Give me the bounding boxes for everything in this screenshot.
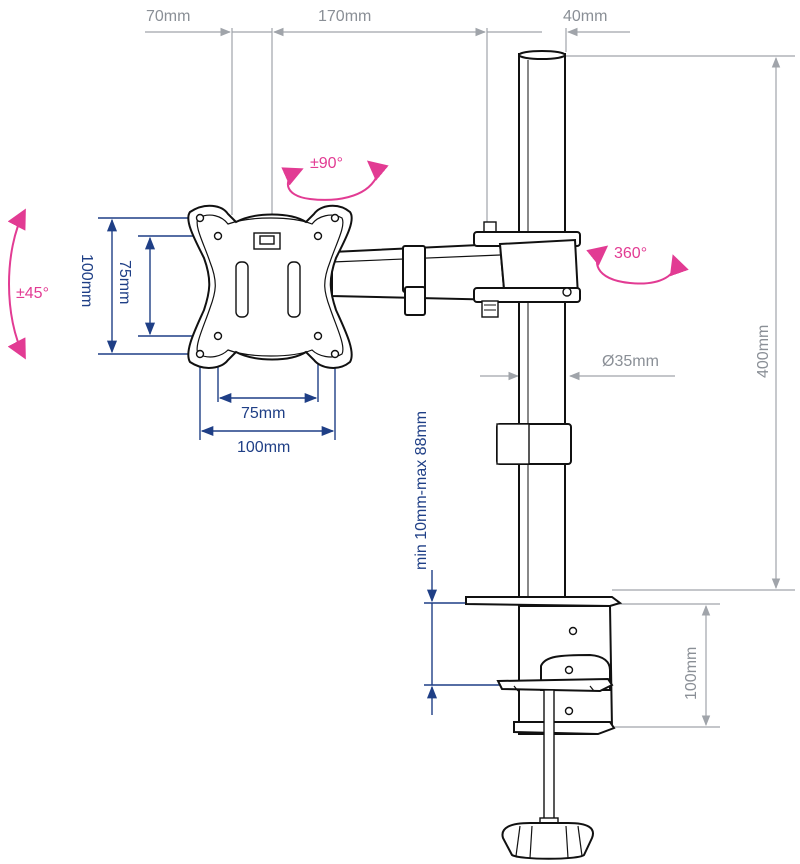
pole-diameter-label: Ø35mm [602,353,659,370]
top-dimension-lines [145,27,630,228]
vesa-plate [187,204,353,369]
clamp-range-dimension [424,570,500,715]
clamp-depth-label: 100mm [683,647,700,700]
arm-length-label: 170mm [318,8,371,25]
pole [496,50,572,602]
clamp-range-label: min 10mm-max 88mm [413,411,430,570]
tilt-label: ±45° [16,285,49,302]
desk-clamp [465,596,623,860]
pole-height-dimension [562,55,795,591]
pole-offset-label: 40mm [563,8,607,25]
tilt-rotation-arrow [7,208,26,360]
vesa-large-horizontal-label: 100mm [237,439,290,456]
vesa-small-horizontal-label: 75mm [241,405,285,422]
offset-width-label: 70mm [146,8,190,25]
pole-height-label: 400mm [755,325,772,378]
vesa-small-vertical-label: 75mm [116,260,133,304]
arm-rotation-arrow [586,245,689,285]
arm-rotation-label: 360° [614,245,647,262]
swivel-label: ±90° [310,155,343,172]
swivel-rotation-arrow [281,160,389,201]
swing-arm [331,221,581,318]
clamp-depth-dimension [612,603,720,728]
vesa-large-vertical-label: 100mm [78,254,95,307]
